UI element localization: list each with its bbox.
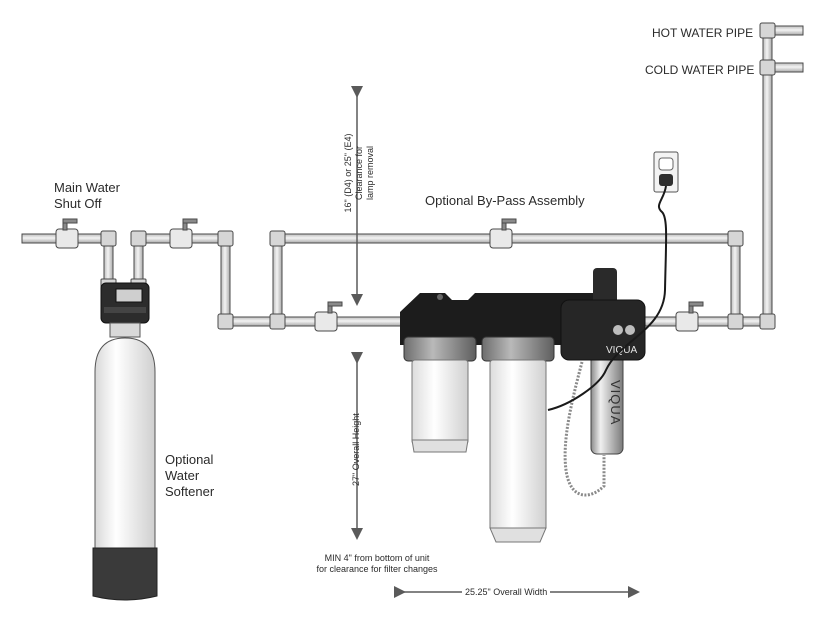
- lamp-clearance-line1: 16" (D4) or 25" (E4): [343, 133, 353, 213]
- overall-width-label: 25.25" Overall Width: [462, 587, 551, 598]
- uv-chamber-brand: VIQUA: [608, 380, 623, 425]
- overall-height-label: 27" Overall Height: [351, 413, 361, 486]
- water-softener-line2: Water: [165, 468, 200, 483]
- cold-water-pipe-label: COLD WATER PIPE: [645, 63, 755, 77]
- min-clearance-line1: MIN 4" from bottom of unit: [324, 553, 430, 563]
- uv-system: VIQUA VIQUA: [560, 268, 646, 497]
- softener-tank: [94, 337, 156, 549]
- drop-pipe: [220, 235, 231, 323]
- fitting: [759, 313, 776, 330]
- main-water-shutoff-label: Main Water Shut Off: [54, 180, 120, 212]
- water-softener-label: Optional Water Softener: [165, 452, 214, 500]
- softener-collar: [109, 322, 141, 338]
- water-softener-line3: Softener: [165, 484, 215, 499]
- uv-controller-button: [613, 325, 623, 335]
- bypass-valve: [489, 218, 517, 249]
- bypass-riser-right: [730, 236, 741, 324]
- fitting: [727, 313, 744, 330]
- lamp-clearance-line2: Clearance for: [354, 145, 364, 201]
- lamp-clearance-label: 16" (D4) or 25" (E4) Clearance for lamp …: [343, 130, 376, 216]
- main-water-shutoff-line2: Shut Off: [54, 196, 102, 211]
- carbon-filter-housing: [481, 336, 555, 543]
- power-cord: [547, 185, 668, 411]
- softener-base: [92, 547, 158, 601]
- softener-display: [115, 288, 143, 303]
- softener-bypass-valve: [169, 218, 198, 249]
- fitting: [759, 22, 776, 39]
- fitting: [269, 313, 286, 330]
- fitting: [217, 230, 234, 247]
- hot-water-pipe-label: HOT WATER PIPE: [652, 26, 754, 40]
- main-run-pipe: [221, 316, 406, 327]
- power-outlet: [547, 151, 679, 411]
- outlet-pipe: [639, 316, 773, 327]
- min-clearance-line2: for clearance for filter changes: [316, 564, 438, 574]
- mounting-bracket: [400, 293, 603, 345]
- bypass-riser-left: [272, 236, 283, 324]
- inlet-valve: [314, 301, 343, 332]
- fitting: [100, 230, 117, 247]
- main-water-shutoff-line1: Main Water: [54, 180, 120, 195]
- outlet-valve: [675, 301, 704, 332]
- water-softener: [92, 282, 158, 601]
- lamp-clearance-line3: lamp removal: [365, 145, 375, 201]
- pipe-network: [21, 22, 804, 332]
- fitting: [759, 59, 776, 76]
- uv-controller-button: [625, 325, 635, 335]
- fitting: [217, 313, 234, 330]
- uv-flex-hose: [563, 361, 606, 497]
- water-softener-line1: Optional: [165, 452, 214, 467]
- sediment-filter-housing: [403, 336, 477, 453]
- fitting: [130, 230, 147, 247]
- fitting: [727, 230, 744, 247]
- main-shutoff-valve: [55, 218, 79, 249]
- uv-lamp-cap: [593, 268, 617, 304]
- fitting: [269, 230, 286, 247]
- bypass-assembly-label: Optional By-Pass Assembly: [425, 193, 585, 208]
- min-clearance-label: MIN 4" from bottom of unit for clearance…: [292, 553, 462, 575]
